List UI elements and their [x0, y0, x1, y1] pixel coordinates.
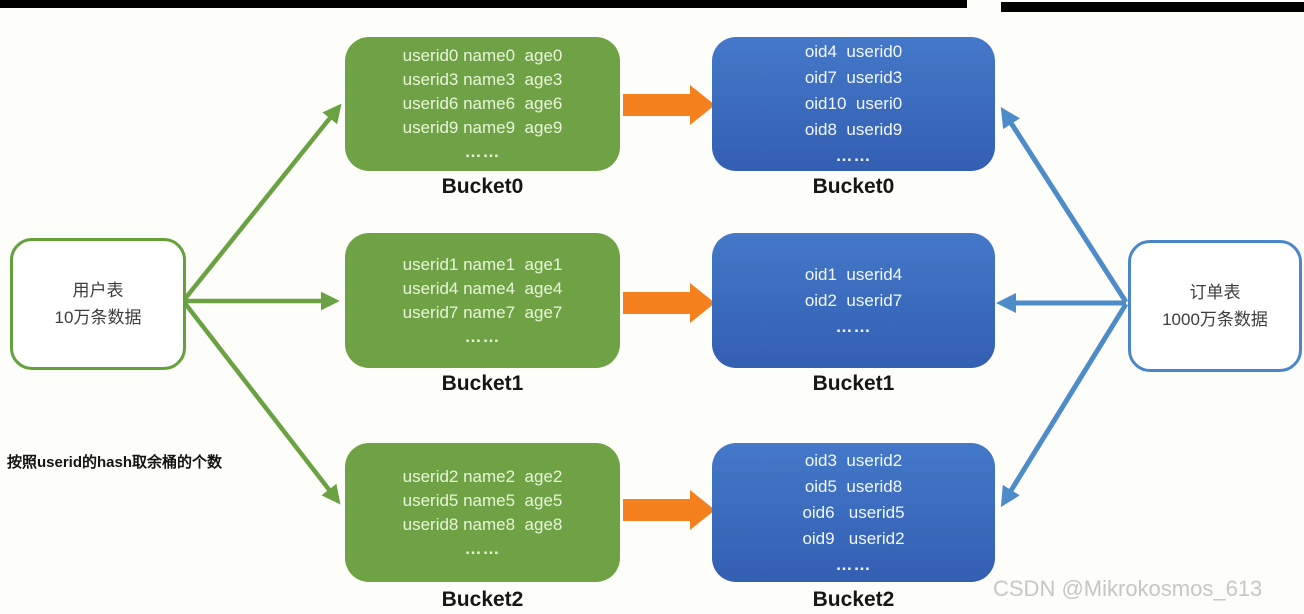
bucket-row: oid10 useri0 [804, 94, 903, 113]
bucket-row: userid7 name7 age7 [402, 302, 563, 322]
bucket-row: oid6 userid5 [802, 502, 905, 522]
bucket-row: userid3 name3 age3 [402, 70, 563, 89]
bucket-row: userid4 name4 age4 [402, 278, 563, 298]
ellipsis-row: …… [835, 554, 872, 574]
ellipsis-row: …… [835, 146, 872, 165]
order-table-title: 订单表 [1189, 282, 1241, 302]
bucket-row: oid7 userid3 [804, 68, 903, 87]
bucket-row: oid4 userid0 [804, 42, 903, 61]
hash-arrow-bucket2 [623, 490, 715, 530]
bucket-row: oid1 userid4 [804, 264, 903, 284]
order-arrow-to-bucket0 [1000, 106, 1129, 304]
user-bucket-1: userid1 name1 age1 userid4 name4 age4 us… [345, 233, 620, 368]
order-bucket-0: oid4 userid0 oid7 userid3 oid10 useri0 o… [712, 37, 995, 171]
bucket-row: oid2 userid7 [804, 290, 903, 310]
user-table-node: 用户表 10万条数据 [10, 238, 186, 370]
ellipsis-row: …… [464, 326, 501, 346]
bucket-row: userid0 name0 age0 [402, 46, 563, 65]
user-bucket-1-label: Bucket1 [441, 372, 524, 395]
order-bucket-1: oid1 userid4 oid2 userid7 …… [712, 233, 995, 368]
bucket-row: userid9 name9 age9 [402, 118, 563, 137]
bucket-row: oid8 userid9 [804, 120, 903, 139]
ellipsis-row: …… [464, 538, 501, 558]
top-bar-right-segment [1001, 2, 1304, 12]
bucket-row: oid9 userid2 [802, 528, 905, 548]
order-table-rowcount: 1000万条数据 [1162, 310, 1268, 329]
order-table-node: 订单表 1000万条数据 [1128, 240, 1302, 372]
user-table-rowcount: 10万条数据 [54, 308, 142, 327]
bucket-row: userid6 name6 age6 [402, 94, 563, 113]
order-arrow-to-bucket2 [1000, 302, 1129, 508]
hash-arrow-bucket0 [623, 85, 715, 125]
order-bucket-0-label: Bucket0 [812, 175, 895, 198]
csdn-watermark: CSDN @Mikrokosmos_613 [993, 576, 1263, 601]
bucket-row: oid5 userid8 [804, 476, 903, 496]
user-bucket-0: userid0 name0 age0 userid3 name3 age3 us… [345, 37, 620, 171]
user-table-title: 用户表 [72, 280, 124, 300]
user-bucket-2-label: Bucket2 [441, 588, 524, 611]
top-bar-left-segment [0, 0, 967, 8]
user-arrow-to-bucket0 [182, 103, 342, 302]
user-bucket-0-label: Bucket0 [441, 175, 524, 198]
bucket-row: oid3 userid2 [804, 450, 903, 470]
order-bucket-1-label: Bucket1 [812, 372, 895, 395]
hash-arrow-bucket1 [623, 283, 715, 323]
order-bucket-2-label: Bucket2 [812, 588, 895, 611]
bucket-row: userid5 name5 age5 [402, 490, 563, 510]
bucket-row: userid8 name8 age8 [402, 514, 563, 534]
bucket-row: userid1 name1 age1 [402, 254, 563, 274]
order-bucket-2: oid3 userid2 oid5 userid8 oid6 userid5 o… [712, 443, 995, 582]
user-bucket-2: userid2 name2 age2 userid5 name5 age5 us… [345, 443, 620, 582]
ellipsis-row: …… [464, 142, 501, 161]
hash-note: 按照userid的hash取余桶的个数 [7, 454, 223, 471]
bucket-row: userid2 name2 age2 [402, 466, 563, 486]
ellipsis-row: …… [835, 316, 872, 336]
